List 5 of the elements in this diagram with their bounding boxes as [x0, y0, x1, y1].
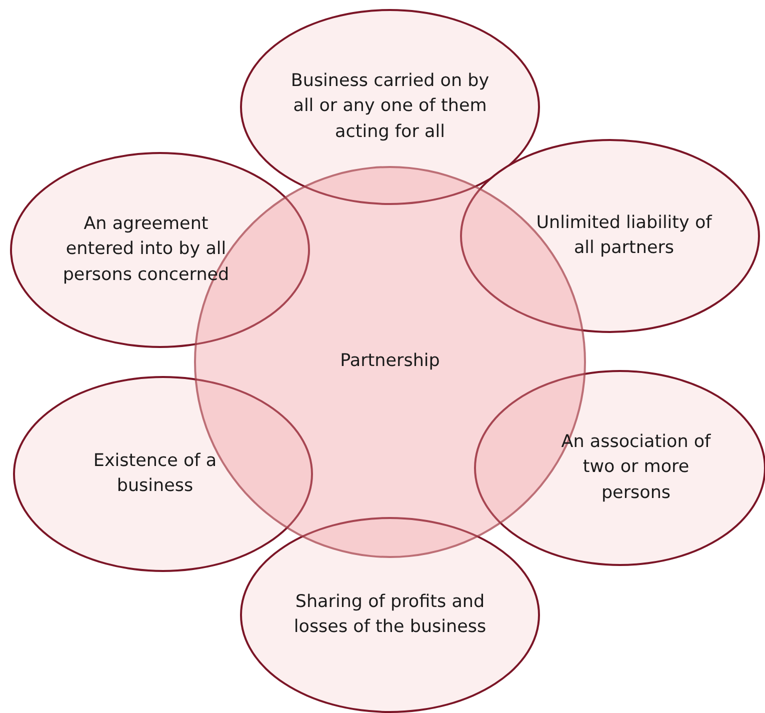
node-label: Partnership — [339, 350, 441, 374]
node-label: Unlimited liability of all partners — [535, 212, 714, 260]
node-label: Sharing of profits and losses of the business — [292, 590, 488, 639]
node-label: Existence of a business — [92, 450, 218, 498]
node-label: Business carried on by all or any one of them acting for all — [290, 70, 490, 144]
